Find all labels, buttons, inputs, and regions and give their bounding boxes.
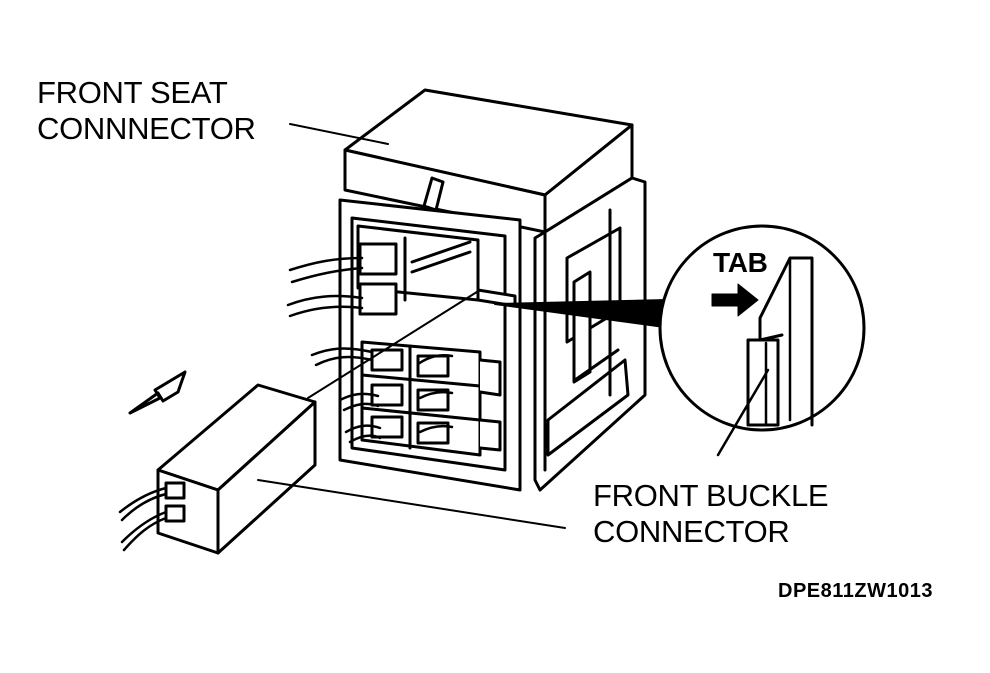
insertion-guide-line [307, 289, 481, 399]
seat-connector-wires [286, 256, 454, 444]
seat-connector-leader [289, 123, 389, 145]
front-seat-connector [338, 88, 647, 492]
front-buckle-connector [156, 383, 317, 555]
pull-direction-arrow-icon [128, 370, 187, 415]
buckle-connector-wires [118, 486, 168, 552]
tab-detail-magnifier [658, 224, 866, 457]
tab-arrow-icon [711, 283, 759, 317]
tab-label: TAB [713, 247, 768, 278]
front-buckle-connector-label-line1: FRONT BUCKLE [593, 478, 829, 513]
buckle-connector-leader [257, 479, 566, 529]
front-buckle-connector-label-line2: CONNECTOR [593, 514, 790, 549]
front-seat-connector-label-line2: CONNNECTOR [37, 111, 256, 146]
front-seat-connector-label-line1: FRONT SEAT [37, 75, 228, 110]
figure-code: DPE811ZW1013 [778, 580, 933, 602]
